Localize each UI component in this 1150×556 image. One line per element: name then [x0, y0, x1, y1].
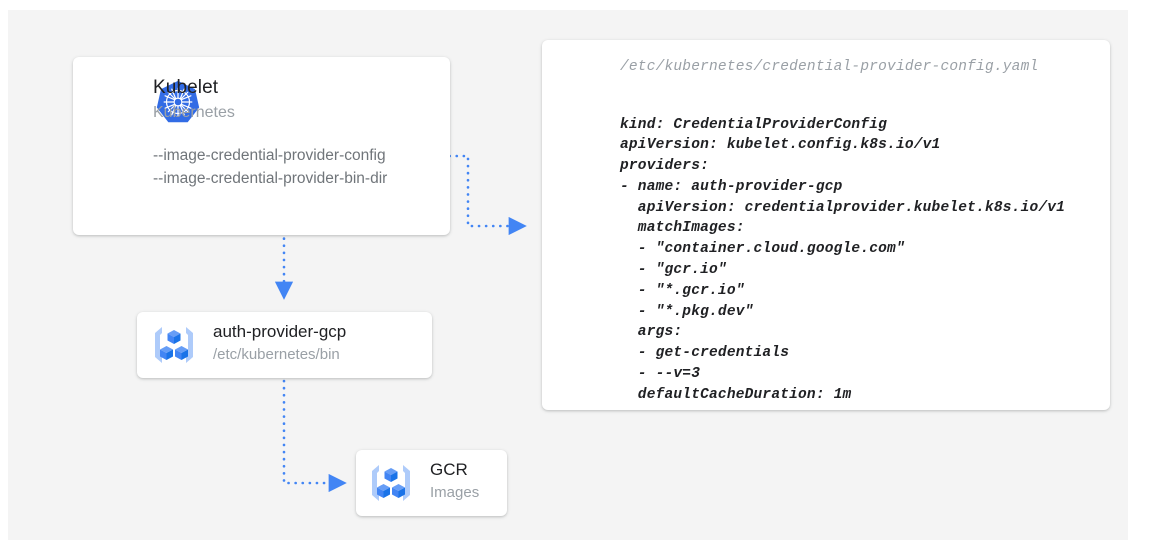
kubernetes-logo-icon [156, 80, 200, 123]
config-file-path: /etc/kubernetes/credential-provider-conf… [620, 59, 1039, 75]
gcr-card[interactable]: GCR Images [356, 450, 507, 516]
gcr-title: GCR [430, 460, 468, 479]
auth-provider-gcp-card[interactable]: auth-provider-gcp /etc/kubernetes/bin [137, 312, 432, 378]
gcr-subtitle: Images [430, 484, 480, 501]
kubelet-card[interactable]: Kubelet Kubernetes --image-credential-pr… [73, 57, 450, 235]
auth-provider-title: auth-provider-gcp [213, 322, 347, 341]
config-yaml-content: kind: CredentialProviderConfig apiVersio… [620, 116, 1066, 403]
auth-provider-subtitle: /etc/kubernetes/bin [213, 346, 340, 363]
kubelet-flag-config: --image-credential-provider-config [153, 147, 386, 164]
kubelet-subtitle: Kubernetes [153, 104, 235, 121]
kubelet-flag-bin-dir: --image-credential-provider-bin-dir [153, 170, 388, 187]
credential-provider-config-card[interactable]: /etc/kubernetes/credential-provider-conf… [542, 40, 1110, 410]
kubelet-title: Kubelet [153, 77, 219, 98]
gcp-container-registry-icon [155, 327, 193, 363]
gcp-container-registry-icon [372, 465, 410, 501]
